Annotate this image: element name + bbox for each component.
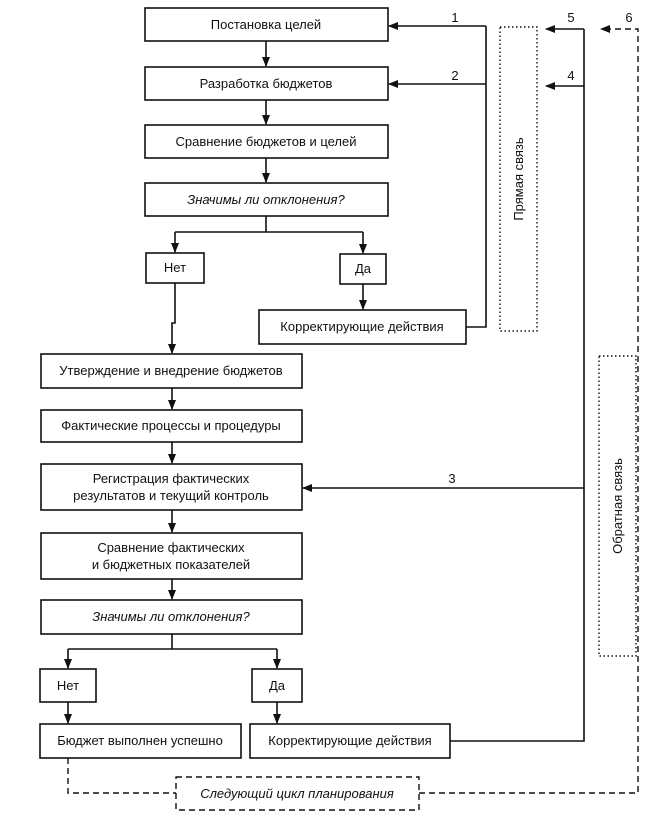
yes-2-label: Да bbox=[269, 678, 286, 693]
corrective-1-box: Корректирующие действия bbox=[258, 309, 467, 345]
next-cycle-box: Следующий цикл планирования bbox=[175, 776, 420, 811]
goals-box: Постановка целей bbox=[144, 7, 389, 42]
approval-box: Утверждение и внедрение бюджетов bbox=[40, 353, 303, 389]
direct-link-panel: Прямая связь bbox=[499, 26, 538, 332]
corrective-2-label: Корректирующие действия bbox=[268, 733, 431, 748]
budget-development-label: Разработка бюджетов bbox=[200, 76, 333, 91]
question-1-label: Значимы ли отклонения? bbox=[187, 192, 345, 207]
arrow-number-5: 5 bbox=[567, 10, 574, 25]
goals-label: Постановка целей bbox=[211, 17, 321, 32]
question-1-box: Значимы ли отклонения? bbox=[144, 182, 389, 217]
no-2-box: Нет bbox=[39, 668, 97, 703]
compare-budgets-goals-box: Сравнение бюджетов и целей bbox=[144, 124, 389, 159]
question-2-label: Значимы ли отклонения? bbox=[92, 609, 250, 624]
arrow-number-4: 4 bbox=[567, 68, 574, 83]
corrective-2-box: Корректирующие действия bbox=[249, 723, 451, 759]
no-1-label: Нет bbox=[164, 260, 186, 275]
budget-development-box: Разработка бюджетов bbox=[144, 66, 389, 101]
actual-processes-label: Фактические процессы и процедуры bbox=[61, 418, 281, 433]
yes-1-box: Да bbox=[339, 253, 387, 285]
yes-1-label: Да bbox=[355, 261, 372, 276]
feedback-label: Обратная связь bbox=[610, 458, 625, 554]
success-label: Бюджет выполнен успешно bbox=[57, 733, 223, 748]
actual-processes-box: Фактические процессы и процедуры bbox=[40, 409, 303, 443]
no-2-label: Нет bbox=[57, 678, 79, 693]
arrow-number-6: 6 bbox=[625, 10, 632, 25]
next-cycle-loop-left bbox=[67, 758, 176, 794]
arrow-number-2: 2 bbox=[451, 68, 458, 83]
registration-label-line1: Регистрация фактических bbox=[93, 471, 250, 486]
feedback-link-line bbox=[450, 29, 585, 742]
approval-label: Утверждение и внедрение бюджетов bbox=[59, 363, 282, 378]
next-cycle-loop-right bbox=[419, 28, 639, 794]
next-cycle-label: Следующий цикл планирования bbox=[200, 786, 394, 801]
yes-2-box: Да bbox=[251, 668, 303, 703]
compare-actual-label-line1: Сравнение фактических bbox=[97, 540, 245, 555]
compare-actual-box: Сравнение фактических и бюджетных показа… bbox=[40, 532, 303, 580]
arrow-number-3: 3 bbox=[448, 471, 455, 486]
compare-budgets-goals-label: Сравнение бюджетов и целей bbox=[175, 134, 356, 149]
no-1-box: Нет bbox=[145, 252, 205, 284]
direct-link-label: Прямая связь bbox=[511, 137, 526, 221]
split-connector-1 bbox=[175, 216, 363, 233]
split-connector-2 bbox=[68, 634, 277, 650]
registration-box: Регистрация фактических результатов и те… bbox=[40, 463, 303, 511]
compare-actual-label-line2: и бюджетных показателей bbox=[92, 557, 250, 572]
registration-label-line2: результатов и текущий контроль bbox=[73, 488, 269, 503]
arrow-number-1: 1 bbox=[451, 10, 458, 25]
corrective-1-label: Корректирующие действия bbox=[280, 319, 443, 334]
question-2-box: Значимы ли отклонения? bbox=[40, 599, 303, 635]
feedback-panel: Обратная связь bbox=[598, 355, 637, 657]
forward-link-line bbox=[466, 26, 487, 328]
arrow-no-1-to-approval bbox=[168, 283, 176, 354]
arrow-6-head bbox=[600, 25, 610, 33]
success-box: Бюджет выполнен успешно bbox=[39, 723, 242, 759]
